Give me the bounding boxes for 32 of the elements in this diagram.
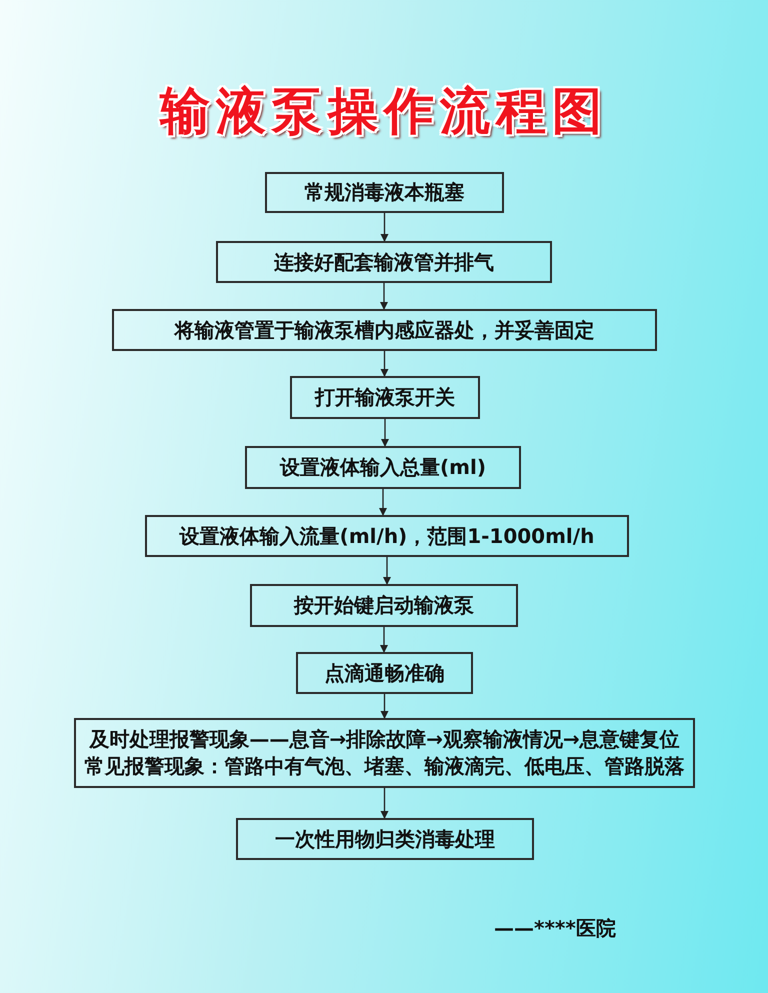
step-text: 按开始键启动输液泵 (294, 592, 474, 619)
process-box (236, 818, 534, 860)
arrow (380, 283, 388, 310)
arrow (380, 788, 388, 819)
arrow (381, 419, 389, 447)
arrow (380, 627, 388, 653)
step-text: 设置液体输入总量(ml) (280, 454, 486, 481)
process-box (216, 241, 552, 283)
process-box (290, 376, 480, 419)
arrow (380, 213, 388, 242)
title: 输液泵操作流程图 (158, 81, 609, 142)
step-text: 连接好配套输液管并排气 (274, 248, 494, 276)
arrow (380, 694, 388, 719)
step-text: 常规消毒液本瓶塞 (304, 179, 464, 206)
process-box (145, 515, 629, 557)
process-box (296, 652, 473, 694)
arrow (383, 557, 391, 585)
process-box (245, 446, 521, 489)
arrow (379, 489, 387, 516)
step-text: 将输液管置于输液泵槽内感应器处，并妥善固定 (174, 316, 594, 344)
process-box (74, 718, 695, 788)
step-text: 打开输液泵开关 (315, 384, 455, 411)
step-text: 常见报警现象：管路中有气泡、堵塞、输液滴完、低电压、管路脱落 (84, 753, 684, 780)
process-box (265, 172, 504, 213)
step-text: 一次性用物归类消毒处理 (275, 826, 495, 852)
step-text: 点滴通畅准确 (324, 660, 444, 686)
step-text: 及时处理报警现象——息音→排除故障→观察输液情况→息意键复位 (89, 726, 680, 753)
arrow (380, 351, 388, 377)
process-box (112, 309, 657, 351)
step-text: 设置液体输入流量(ml/h)，范围1-1000ml/h (180, 522, 594, 550)
process-box (250, 584, 518, 627)
signature-text: ——****医院 (494, 915, 616, 942)
